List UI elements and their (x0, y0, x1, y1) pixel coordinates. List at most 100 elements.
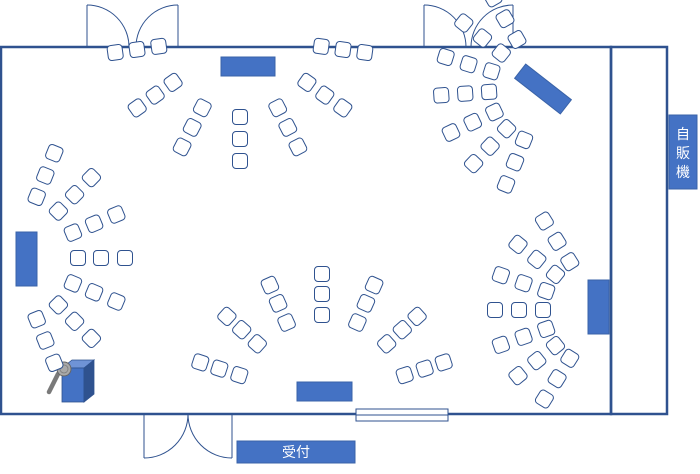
chair (217, 306, 237, 327)
chair (84, 214, 104, 233)
chair (232, 109, 248, 125)
chair (268, 294, 288, 313)
chair (505, 152, 525, 172)
chair (84, 283, 104, 302)
chair (463, 112, 483, 132)
chair (27, 187, 46, 207)
chair (145, 85, 165, 105)
chair (537, 282, 556, 301)
chair (48, 201, 69, 221)
chair (70, 250, 86, 266)
top-center-group (106, 37, 374, 169)
chair (496, 175, 516, 194)
chair (491, 335, 510, 354)
chair (356, 294, 376, 313)
chair (63, 274, 83, 293)
chair (27, 309, 46, 329)
chair (278, 118, 298, 137)
chair (454, 13, 474, 33)
chair (514, 274, 533, 293)
chair (514, 327, 533, 346)
chair (163, 72, 183, 92)
top-right-double-door[interactable] (423, 4, 514, 48)
chair (547, 369, 567, 389)
chair (514, 130, 534, 150)
chair (315, 85, 335, 105)
reception-label: 受付 (282, 445, 310, 461)
chair (314, 286, 330, 302)
table-top-center (220, 56, 276, 77)
chair (527, 249, 547, 270)
chair (268, 98, 288, 118)
table-left (15, 231, 38, 287)
chair (407, 306, 427, 327)
chair (534, 211, 554, 231)
chair (277, 313, 296, 332)
chair (441, 123, 461, 142)
chair (537, 319, 556, 338)
chair (81, 328, 102, 349)
chair (191, 353, 210, 372)
table-bottom-center (296, 381, 353, 402)
seating-area (27, 0, 580, 409)
chair (485, 102, 504, 122)
chair (415, 359, 434, 378)
chair (192, 98, 212, 118)
chair (480, 83, 498, 101)
chair (482, 62, 501, 81)
chair (534, 389, 554, 409)
chair (434, 353, 453, 372)
chair (508, 365, 528, 386)
chair (314, 266, 330, 282)
bottom-center-group (191, 266, 453, 385)
chair (127, 98, 147, 118)
chair (456, 85, 474, 102)
table-top-right (513, 63, 573, 115)
chair (560, 252, 580, 272)
podium-icon (60, 359, 96, 403)
chair (64, 311, 85, 331)
chair (36, 166, 55, 185)
chair (247, 334, 267, 354)
top-right-group (433, 0, 534, 194)
chair (172, 137, 192, 157)
chair (232, 320, 252, 340)
chair (459, 55, 478, 74)
chair (395, 366, 414, 385)
chair (107, 205, 126, 224)
top-left-double-door[interactable] (86, 4, 179, 48)
chair (230, 366, 249, 385)
chair (392, 320, 412, 340)
chair (356, 43, 374, 62)
chair (433, 87, 450, 104)
chair (106, 43, 124, 62)
chair (81, 167, 102, 188)
chair (507, 30, 527, 49)
chair (511, 302, 527, 318)
chair (472, 28, 493, 48)
chair (333, 98, 353, 118)
vending-machine: 自 販 機 (668, 114, 698, 190)
chair (63, 223, 83, 242)
vending-area-wall (609, 45, 669, 416)
chair (491, 43, 511, 63)
chair (348, 313, 367, 332)
left-group (27, 143, 133, 373)
chair (128, 40, 146, 59)
chair (232, 153, 248, 169)
chair (545, 264, 566, 285)
chair (491, 266, 510, 285)
vending-label-3: 機 (676, 165, 690, 181)
chair (48, 295, 69, 315)
chair (45, 353, 64, 373)
chair (260, 275, 280, 295)
chair (312, 37, 330, 55)
vending-label-2: 販 (676, 146, 690, 162)
chair (483, 0, 503, 8)
chair (334, 40, 352, 59)
chair (182, 118, 202, 137)
chair (64, 185, 85, 205)
bottom-double-door[interactable] (143, 413, 233, 459)
vending-label-1: 自 (676, 127, 690, 143)
